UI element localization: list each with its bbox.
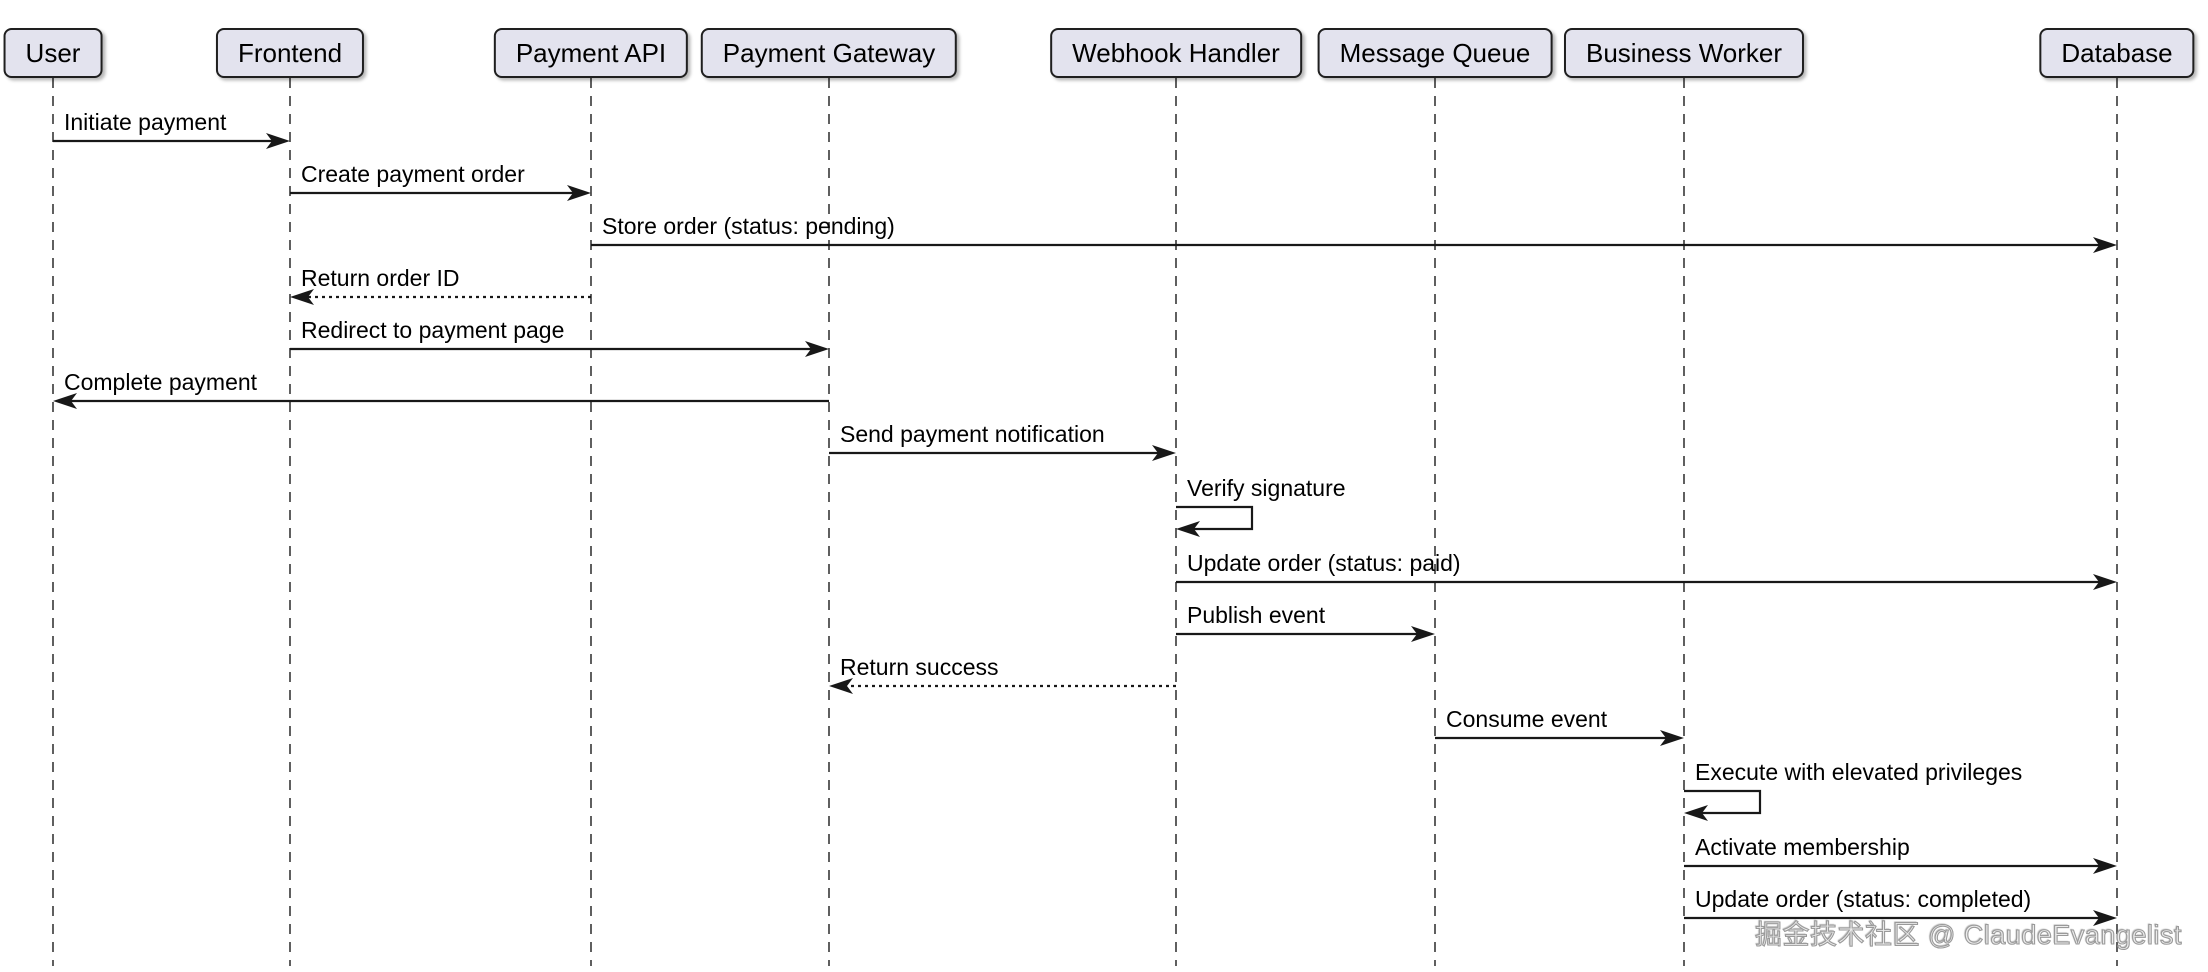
- arrowhead-icon: [2093, 237, 2117, 253]
- arrowhead-icon: [1684, 805, 1708, 821]
- self-message-arrow: [1684, 789, 1762, 815]
- arrowhead-icon: [1152, 445, 1176, 461]
- arrowhead-icon: [53, 393, 77, 409]
- watermark: 掘金技术社区 @ ClaudeEvangelist: [1754, 919, 2182, 950]
- arrowhead-icon: [1411, 626, 1435, 642]
- arrowhead-icon: [266, 133, 290, 149]
- arrowhead-icon: [805, 341, 829, 357]
- arrowhead-icon: [290, 289, 314, 305]
- arrowhead-icon: [2093, 858, 2117, 874]
- arrowhead-icon: [2093, 910, 2117, 926]
- arrowhead-icon: [829, 678, 853, 694]
- arrowhead-icon: [2093, 574, 2117, 590]
- self-message-arrow: [1176, 505, 1254, 531]
- arrowhead-icon: [1660, 730, 1684, 746]
- arrowhead-icon: [1176, 521, 1200, 537]
- arrowhead-icon: [567, 185, 591, 201]
